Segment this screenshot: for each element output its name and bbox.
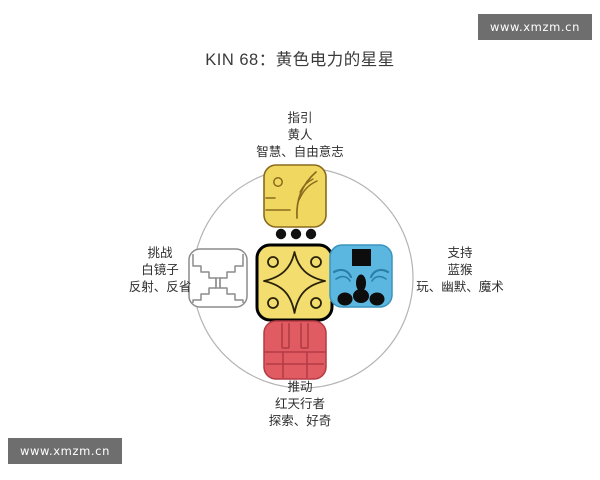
label-bottom-drive: 推动 红天行者 探索、好奇 [0, 379, 600, 430]
label-top-keywords: 智慧、自由意志 [256, 145, 344, 159]
watermark-top-right: www.xmzm.cn [478, 14, 592, 40]
label-left-role: 挑战 [147, 246, 173, 260]
glyph-right-blue-monkey [329, 244, 393, 308]
label-top-guide: 指引 黄人 智慧、自由意志 [0, 110, 600, 161]
label-right-keywords: 玩、幽默、魔术 [416, 280, 504, 294]
page-title: KIN 68：黄色电力的星星 [205, 51, 395, 69]
label-left-challenge: 挑战 白镜子 反射、反省 [108, 245, 212, 296]
label-right-support: 支持 蓝猴 玩、幽默、魔术 [392, 245, 528, 296]
glyph-center-yellow-star [255, 243, 334, 322]
glyph-top-yellow-human [263, 164, 327, 228]
label-bottom-keywords: 探索、好奇 [268, 414, 332, 428]
watermark-bottom-left: www.xmzm.cn [8, 438, 122, 464]
label-left-name: 白镜子 [141, 263, 179, 277]
label-bottom-role: 推动 [287, 380, 313, 394]
label-bottom-name: 红天行者 [274, 397, 325, 411]
label-top-name: 黄人 [287, 128, 313, 142]
glyph-left-white-mirror [188, 248, 248, 308]
glyph-bottom-red-skywalker [263, 320, 327, 380]
label-left-keywords: 反射、反省 [128, 280, 192, 294]
label-right-role: 支持 [447, 246, 473, 260]
label-top-role: 指引 [287, 111, 313, 125]
tone-dots [275, 228, 317, 240]
label-right-name: 蓝猴 [447, 263, 473, 277]
